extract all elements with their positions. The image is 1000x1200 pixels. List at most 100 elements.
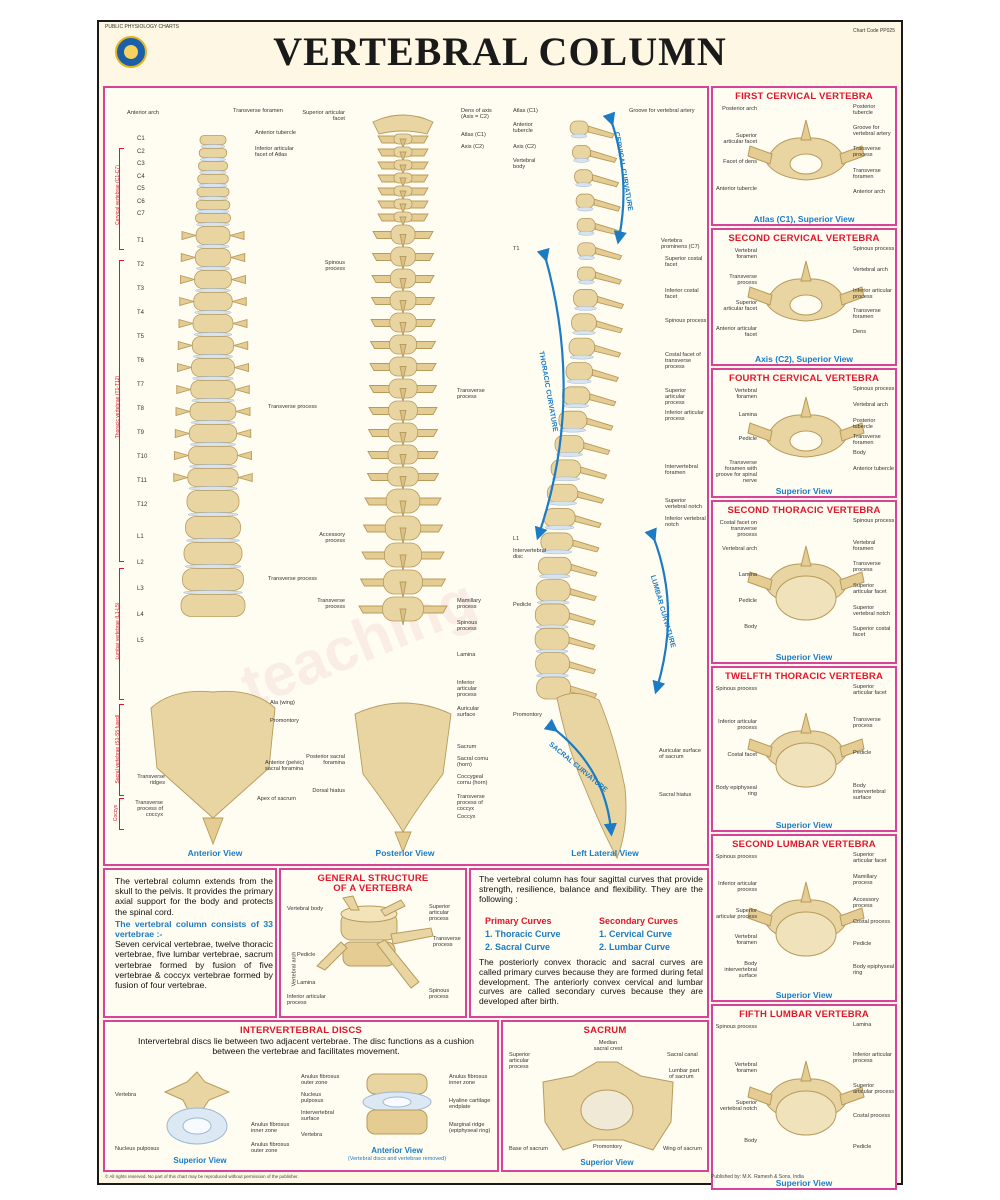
level-tick-label: L5 — [137, 638, 144, 644]
chart-poster: PUBLIC PHYSIOLOGY CHARTS VERTEBRAL COLUM… — [97, 20, 903, 1190]
label: Anterior arch — [853, 188, 886, 195]
label: Sacrum — [457, 744, 477, 750]
label: Promontory — [270, 718, 299, 724]
label: Spinous process — [853, 246, 895, 252]
label: Inferior articular process — [718, 880, 757, 893]
side-panel-title: SECOND THORACIC VERTEBRA — [727, 505, 881, 516]
label: Inferior articular process — [665, 410, 704, 422]
label: Axis (C2) — [513, 144, 536, 150]
label: Anulus fibrosus outer zone — [251, 1142, 290, 1154]
label: Transverse foramen — [853, 434, 881, 446]
label: Superior vertebral notch — [853, 604, 891, 617]
label: Vertebral foramen — [734, 388, 757, 400]
level-tick-label: T9 — [137, 430, 145, 436]
curves-paragraph-2: The posteriorly convex thoracic and sacr… — [479, 957, 703, 1007]
label: Inferior articular process — [287, 994, 326, 1006]
level-tick-label: L4 — [137, 612, 144, 618]
discs-superior-caption: Superior View — [173, 1156, 227, 1165]
label: Anulus fibrosus inner zone — [251, 1122, 290, 1134]
discs-text: Intervertebral discs lie between two adj… — [138, 1036, 474, 1057]
label: Lamina — [457, 652, 476, 658]
side-panel-caption: Superior View — [775, 820, 833, 830]
label: Anterior tubercle — [255, 130, 297, 136]
label: Inferior articular process — [853, 1052, 892, 1065]
secondary-curve-item: 1. Cervical Curve — [599, 929, 673, 939]
label: Spinous process — [715, 1024, 757, 1030]
label: Spinous process — [715, 854, 757, 860]
side-panel-title: SECOND LUMBAR VERTEBRA — [732, 839, 876, 850]
sacrum-panel: SACRUM Superior articular process Base o… — [501, 1020, 709, 1172]
intervertebral-discs-panel: INTERVERTEBRAL DISCS Intervertebral disc… — [103, 1020, 499, 1172]
label: Intervertebral foramen — [665, 464, 698, 476]
label: Costal process — [853, 1113, 890, 1120]
label: Axis (C2) — [461, 144, 484, 150]
level-tick-label: T11 — [137, 478, 147, 484]
page-title: VERTEBRAL COLUMN — [273, 29, 727, 74]
level-tick-label: L3 — [137, 586, 144, 592]
label: Vertebra — [115, 1092, 137, 1098]
label: Costal process — [853, 919, 890, 925]
curves-paragraph: The vertebral column has four sagittal c… — [479, 874, 703, 905]
posterior-view-caption: Posterior View — [375, 848, 435, 858]
label: Sacral hiatus — [659, 792, 692, 798]
sacrum-illustration — [542, 1061, 674, 1151]
vertebra-illustration — [747, 545, 865, 621]
label: Transverse foramen — [853, 308, 881, 321]
side-panel-caption: Superior View — [775, 652, 833, 662]
label: Pedicle — [853, 941, 872, 948]
sacrum-caption: Superior View — [580, 1158, 634, 1167]
level-tick-label: T7 — [137, 382, 145, 388]
label: Anulus fibrosus inner zone — [449, 1074, 488, 1086]
label: Atlas (C1) — [461, 132, 486, 138]
label: Vertebral foramen — [734, 248, 757, 260]
intro-paragraph: The vertebral column extends from the sk… — [115, 876, 273, 917]
label: Dens of axis (Axis = C2) — [461, 108, 492, 120]
label: Body — [744, 624, 757, 630]
label: Posterior sacral foramina — [306, 754, 345, 766]
vertebra-illustration — [747, 712, 865, 788]
label: Costal facet on transverse process — [719, 520, 757, 538]
label: Superior articular facet — [723, 300, 757, 312]
label: Promontory — [513, 712, 542, 718]
label: Body epiphyseal ring — [853, 963, 895, 976]
label: Pedicle — [853, 750, 872, 756]
label: Transverse process — [317, 598, 345, 610]
label: Inferior vertebral notch — [665, 516, 706, 528]
side-panel-title: FIFTH LUMBAR VERTEBRA — [739, 1009, 869, 1020]
label: Transverse foramen with groove for spina… — [715, 460, 757, 484]
general-structure-title: GENERAL STRUCTURE — [317, 873, 429, 884]
primary-curve-item: 2. Sacral Curve — [485, 942, 551, 952]
primary-curve-item: 1. Thoracic Curve — [485, 929, 561, 939]
level-tick-label: T5 — [137, 334, 145, 340]
general-structure-title-2: OF A VERTEBRA — [333, 883, 413, 894]
label: Superior articular process — [509, 1052, 531, 1070]
label: Pedicle — [297, 952, 316, 958]
level-tick-label: T6 — [137, 358, 145, 364]
label: Dorsal hiatus — [312, 788, 345, 794]
discs-title: INTERVERTEBRAL DISCS — [240, 1025, 362, 1036]
label: Vertebral arch — [722, 546, 757, 552]
label: Superior articular process — [429, 904, 451, 922]
label: Posterior tubercle — [853, 418, 876, 430]
label: Dens — [853, 329, 867, 336]
footer-publisher: Published by: M.K. Ramesh & Sons, India — [711, 1174, 804, 1180]
label: Auricular surface of sacrum — [659, 748, 701, 760]
level-tick-label: T1 — [137, 238, 145, 244]
label: Transverse process — [853, 561, 881, 574]
label: Sacral cornu (horn) — [457, 756, 489, 768]
label: Vertebra prominens (C7) — [661, 238, 700, 250]
label: Vertebral arch — [853, 402, 888, 408]
curvature-arrows — [534, 111, 670, 837]
label: Atlas (C1) — [513, 108, 538, 114]
label: T1 — [513, 246, 520, 252]
label: Body intervertebral surface — [724, 961, 757, 980]
series-label: PUBLIC PHYSIOLOGY CHARTS — [105, 24, 180, 30]
label: Transverse foramen — [853, 167, 881, 180]
label: Vertebral body — [513, 158, 536, 170]
label: Superior articular facet — [853, 684, 887, 696]
sacrum-title: SACRUM — [583, 1025, 627, 1036]
